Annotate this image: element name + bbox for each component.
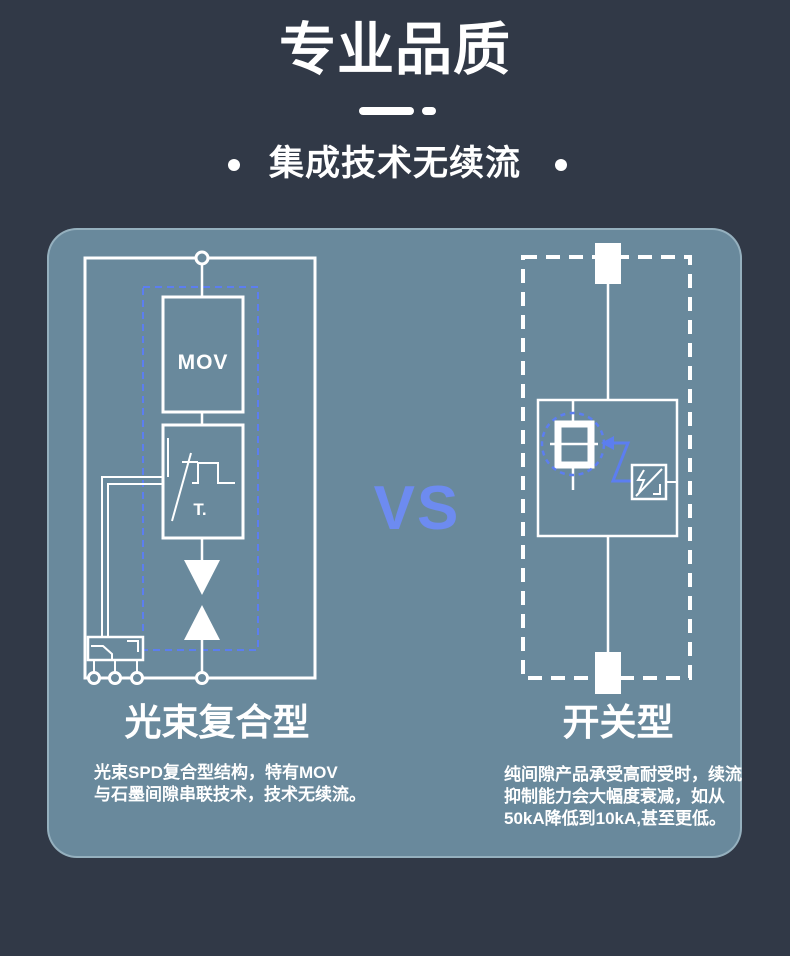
bottom-terminal-1 [87,671,101,685]
comparison-diagrams: MOV T. [83,243,692,694]
subtitle-left-dot [228,159,240,171]
right-desc-line-1: 纯间隙产品承受高耐受时，续流 [504,765,742,784]
right-column-description: 纯间隙产品承受高耐受时，续流 抑制能力会大幅度衰减，如从 50kA降低到10kA… [504,764,742,830]
bottom-terminal-3 [130,671,144,685]
trigger-unit-symbol [635,468,663,497]
right-bottom-terminal [595,652,621,694]
trigger-diagonal [171,452,192,522]
divider-dash [359,107,414,115]
right-desc-line-3: 50kA降低到10kA,甚至更低。 [504,809,727,828]
page-subtitle: 集成技术无续流 [268,144,521,183]
page-title: 专业品质 [279,18,511,82]
composite-spd-diagram: MOV T. [83,250,317,685]
left-desc-line-2: 与石墨间隙串联技术，技术无续流。 [94,785,366,804]
mov-label: MOV [178,351,229,374]
gap-triangle-down [184,560,220,595]
left-top-terminal [194,250,210,266]
remote-contact-hook [127,640,139,652]
title-divider [359,107,436,115]
trigger-pulse-wave [192,462,235,484]
gap-triangle-up [184,605,220,640]
switch-spd-diagram [521,243,692,694]
spark-gap-symbol [550,400,598,490]
trigger-symbol [167,438,235,522]
signal-wire-lower [107,483,163,637]
left-desc-line-1: 光束SPD复合型结构，特有MOV [94,763,338,782]
subtitle-right-dot [555,159,567,171]
trigger-unit-hook [653,484,661,495]
signal-wire-upper [101,476,163,637]
lightning-pointer-arrowhead [601,436,614,450]
left-column-heading: 光束复合型 [124,702,310,743]
comparison-card: MOV T. [47,228,742,858]
trigger-unit-diagonal [635,468,663,497]
trigger-label: T. [193,500,206,519]
bottom-terminal-2 [108,671,122,685]
right-desc-line-2: 抑制能力会大幅度衰减，如从 [504,787,725,806]
trigger-unit-bolt-icon [636,469,646,493]
right-top-terminal [595,243,621,284]
vs-label: VS [373,474,461,543]
divider-dot [422,107,436,115]
lightning-pointer [601,436,632,483]
left-module-dashed-box [142,286,259,651]
trigger-box [161,423,245,540]
right-column-heading: 开关型 [562,702,674,743]
remote-contact-lever [91,645,113,659]
bottom-terminal-main [195,671,209,685]
left-column-description: 光束SPD复合型结构，特有MOV 与石墨间隙串联技术，技术无续流。 [94,762,366,806]
